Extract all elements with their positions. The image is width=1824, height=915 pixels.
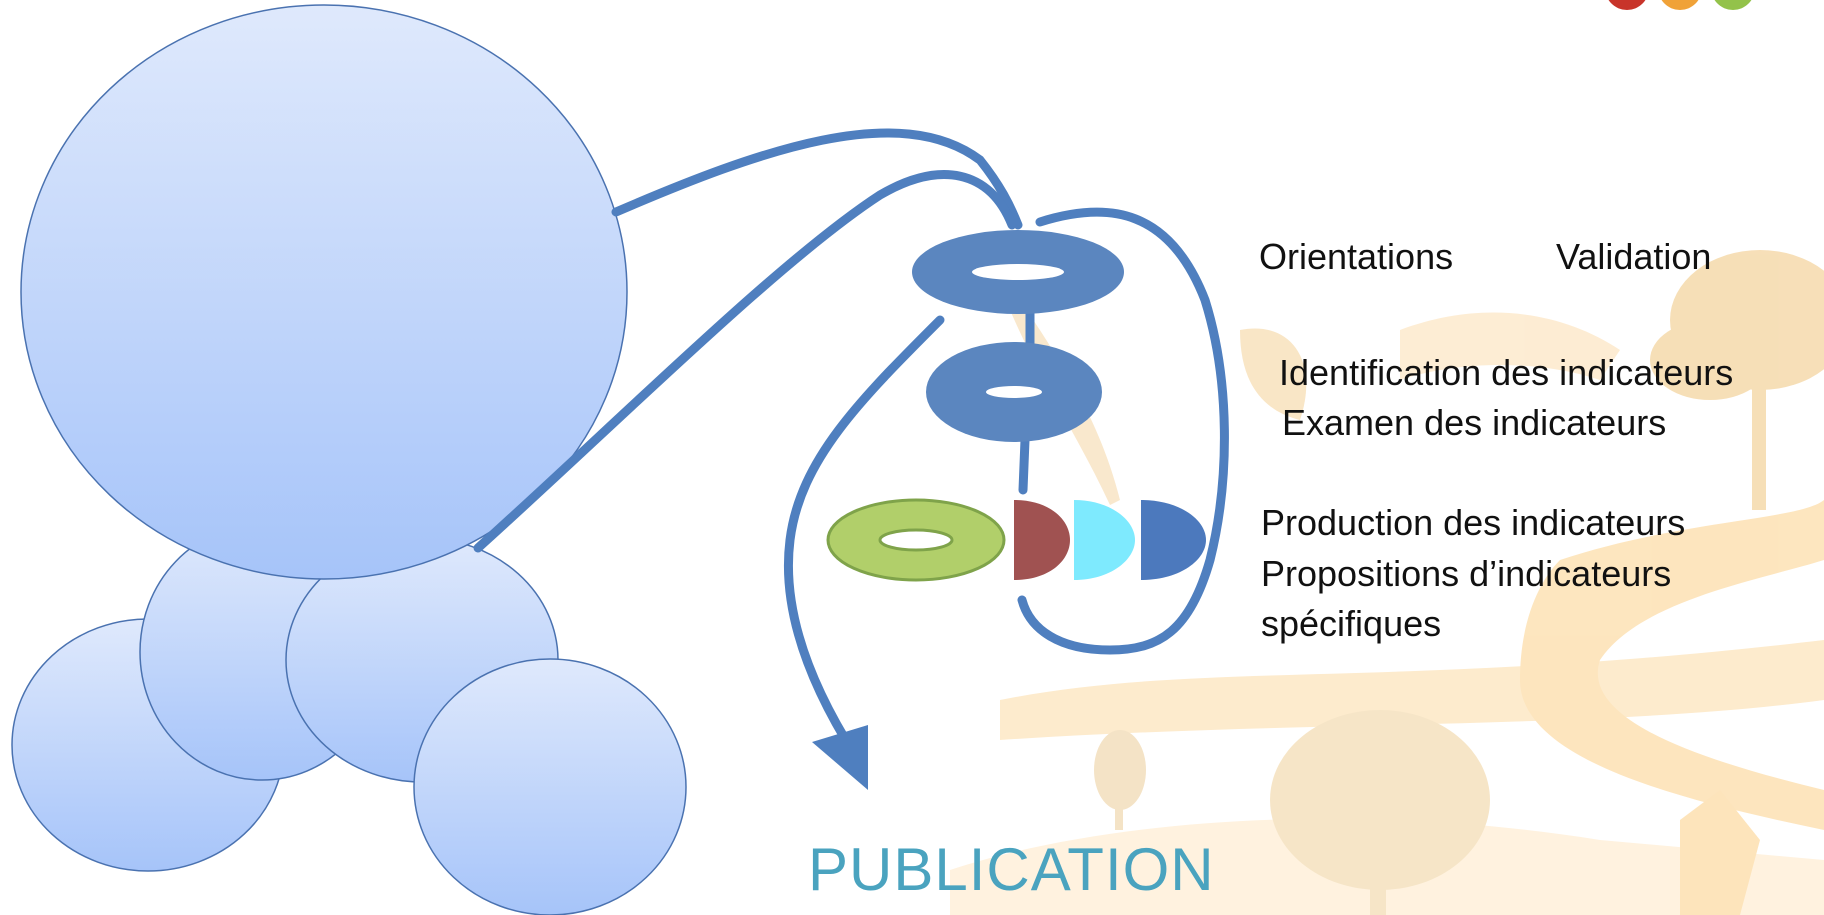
publication-arrow-head [812,725,868,790]
background-tree-bottom [1270,710,1490,915]
half-disc-cyan [1074,500,1135,580]
bubble-cluster [11,4,687,915]
ring-orientations [912,230,1124,314]
label-orientations: Orientations [1259,236,1454,277]
bubble-bottom-right [413,658,687,915]
half-disc-blue [1141,500,1206,580]
background-tree-right [1650,250,1824,510]
background-shrub [1094,730,1146,830]
label-examen: Examen des indicateurs [1282,402,1667,443]
background-structure [1680,790,1760,915]
connector-arrows [473,128,1229,760]
background-mound [1400,312,1620,380]
logo-dot-green [1714,0,1752,10]
background-river [1520,500,1824,830]
logo-dot-red [1608,0,1646,10]
connector-lower [473,170,1017,553]
publication-arrow [783,315,945,760]
bubble-large [20,4,628,580]
label-propositions: Propositions d’indicateurs [1261,553,1672,594]
logo-dots [1608,0,1752,10]
connector-upper [611,128,1023,230]
label-validation: Validation [1556,236,1712,277]
logo-dot-orange [1661,0,1699,10]
ring-production [826,498,1006,582]
background-landscape [950,250,1824,915]
ring-identification [926,342,1102,442]
label-identification: Identification des indicateurs [1279,352,1734,393]
label-production: Production des indicateurs [1261,502,1686,543]
loop-right [1017,207,1229,655]
label-publication: PUBLICATION [808,836,1215,903]
label-specifiques: spécifiques [1261,603,1442,644]
connector-ring2-ring3 [1018,435,1030,495]
background-foliage-mid [1240,328,1307,420]
half-disc-red [1014,500,1070,580]
